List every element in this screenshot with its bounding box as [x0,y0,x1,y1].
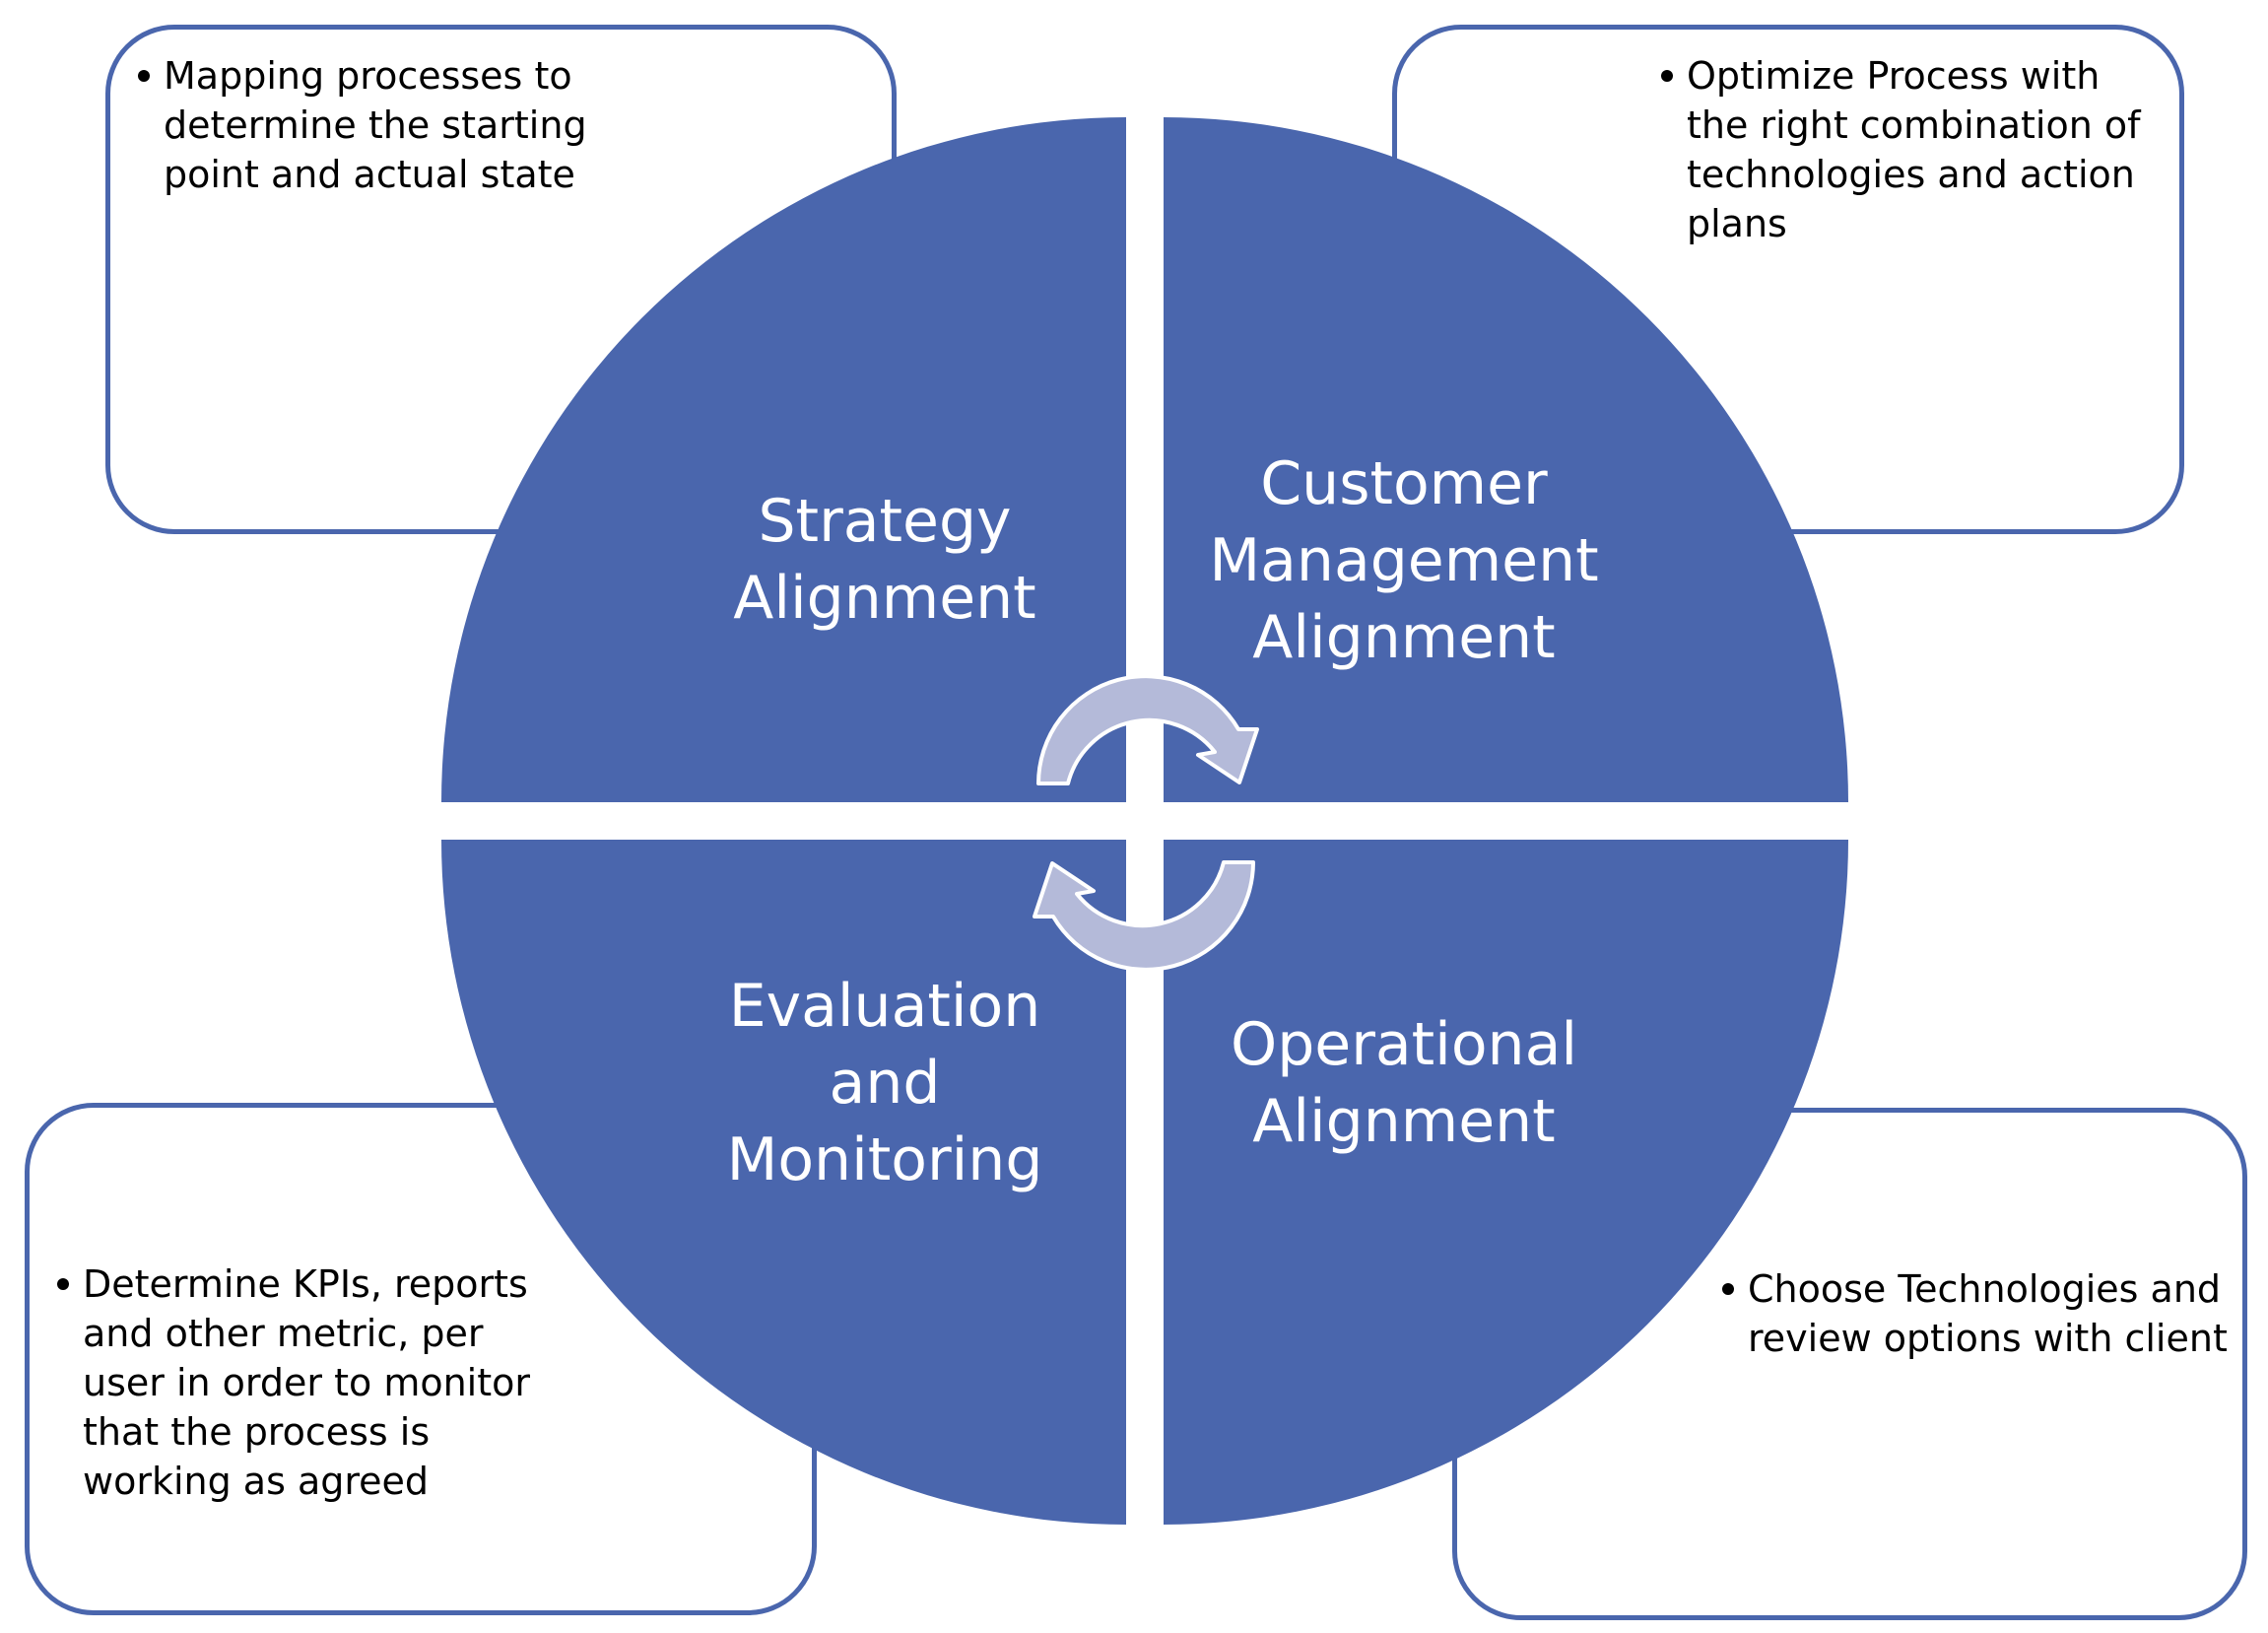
customer-management-alignment-label: Customer Management Alignment [1209,449,1599,672]
note-bullet-bottom-right: Choose Technologies and review options w… [1722,1264,2235,1363]
note-list-bottom-right: Choose Technologies and review options w… [1722,1264,2235,1363]
note-bullet-bottom-left: Determine KPIs, reports and other metric… [57,1259,550,1506]
note-list-top-left: Mapping processes to determine the start… [138,51,650,199]
quadrant-evaluation [441,840,1126,1525]
cycle-arrow-top-icon [1036,674,1259,785]
strategy-alignment-label: Strategy Alignment [733,487,1036,633]
note-list-bottom-left: Determine KPIs, reports and other metric… [57,1259,550,1506]
cycle-arrow-bottom-icon [1033,860,1255,972]
operational-alignment-label: Operational Alignment [1230,1010,1578,1156]
quadrant-customer [1164,117,1848,802]
note-bullet-top-right: Optimize Process with the right combinat… [1661,51,2154,248]
evaluation-and-monitoring-label: Evaluation and Monitoring [726,972,1043,1194]
quadrant-strategy [441,117,1126,802]
note-bullet-top-left: Mapping processes to determine the start… [138,51,650,199]
quadrant-operational [1164,840,1848,1525]
note-list-top-right: Optimize Process with the right combinat… [1661,51,2154,248]
